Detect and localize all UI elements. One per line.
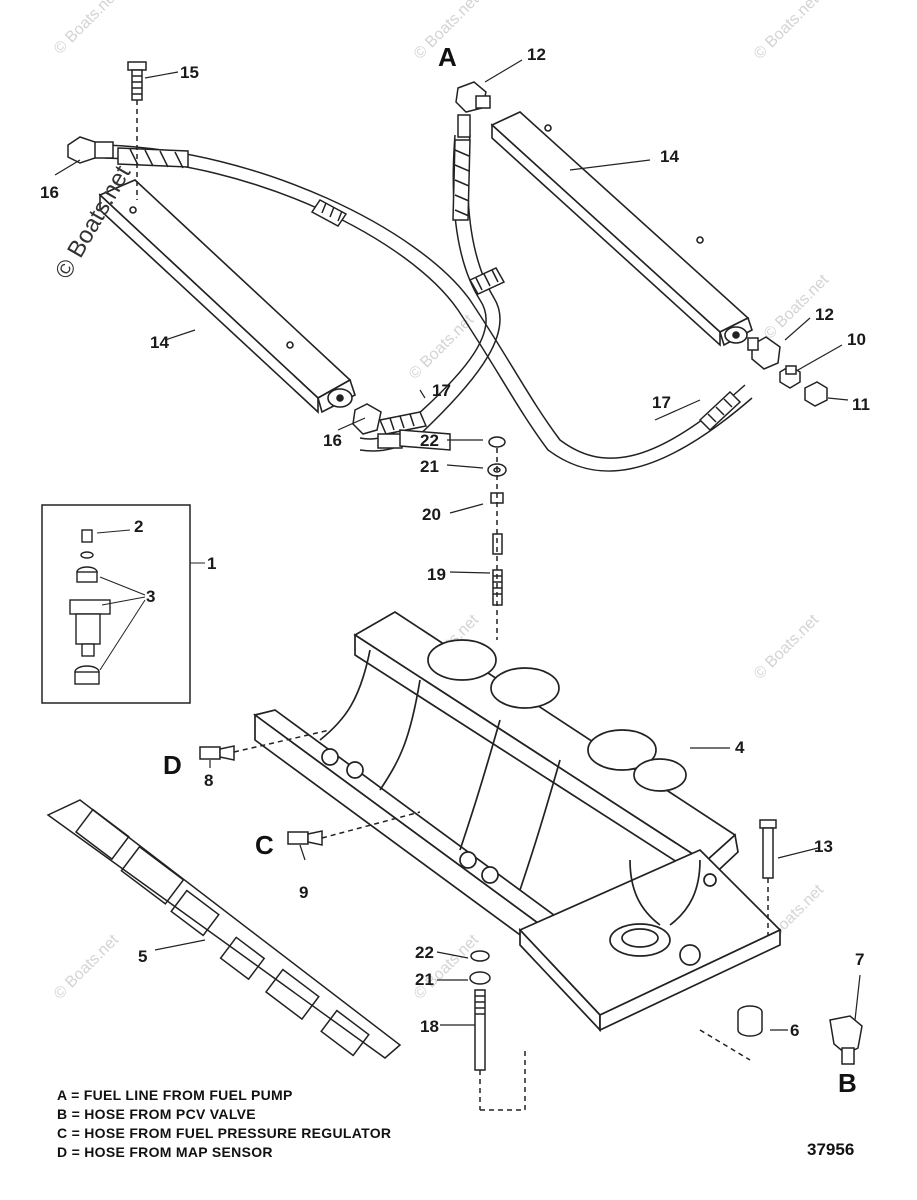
watermark-text: © Boats.net — [751, 0, 823, 63]
callout-11: 11 — [852, 395, 870, 414]
fuel-hose-17-upper — [359, 114, 506, 452]
gasket-5 — [46, 799, 402, 1059]
watermark-text: © Boats.net — [51, 931, 123, 1003]
stud-stack-upper — [487, 436, 507, 640]
leader-lines — [54, 59, 861, 1031]
legend-item: D = HOSE FROM MAP SENSOR — [57, 1144, 273, 1160]
legend-item: A = FUEL LINE FROM FUEL PUMP — [57, 1087, 293, 1103]
callout-5: 5 — [138, 947, 147, 966]
legend-item: B = HOSE FROM PCV VALVE — [57, 1106, 256, 1122]
callout-15: 15 — [180, 63, 199, 82]
callout-4: 4 — [735, 738, 745, 757]
cap-6 — [737, 1005, 763, 1037]
fuel-rail-left — [98, 179, 356, 414]
figure-number: 37956 — [807, 1140, 855, 1159]
fitting-8 — [199, 729, 331, 761]
watermark-text: © Boats.net — [411, 931, 483, 1003]
callout-20: 20 — [422, 505, 441, 524]
callout-13: 13 — [814, 837, 833, 856]
callout-12-right: 12 — [815, 305, 834, 324]
callout-10: 10 — [847, 330, 866, 349]
callout-1: 1 — [207, 554, 216, 573]
stud-stack-lower — [469, 950, 751, 1111]
callout-14-right: 14 — [660, 147, 679, 166]
fitting-9 — [287, 811, 421, 846]
callout-2: 2 — [134, 517, 143, 536]
cap-11 — [804, 381, 828, 407]
fitting-7 — [829, 1015, 863, 1065]
fitting-16-upper — [67, 136, 114, 164]
callout-19: 19 — [427, 565, 446, 584]
watermark-text: © Boats.net — [51, 0, 123, 58]
callout-18: 18 — [420, 1017, 439, 1036]
callout-16-upper: 16 — [40, 183, 59, 202]
callout-9: 9 — [299, 883, 308, 902]
callout-17-lower: 17 — [652, 393, 671, 412]
callout-21-lower: 21 — [415, 970, 434, 989]
legend-item: C = HOSE FROM FUEL PRESSURE REGULATOR — [57, 1125, 392, 1141]
fuel-hose-17-left — [104, 144, 753, 472]
fuel-rail-right — [490, 111, 753, 347]
connection-legend: A = FUEL LINE FROM FUEL PUMP B = HOSE FR… — [57, 1086, 391, 1162]
callout-7: 7 — [855, 950, 864, 969]
callout-8: 8 — [204, 771, 213, 790]
callout-3: 3 — [146, 587, 155, 606]
callout-22-upper: 22 — [420, 431, 439, 450]
watermark-text: © Boats.net — [406, 311, 478, 383]
callout-17-upper: 17 — [432, 381, 451, 400]
fitting-16-lower — [352, 403, 451, 451]
fitting-10 — [779, 365, 801, 389]
connection-label-a: A — [438, 42, 457, 72]
callout-21-upper: 21 — [420, 457, 439, 476]
watermark-text: © Boats.net — [751, 611, 823, 683]
bolt-15 — [127, 61, 147, 200]
callout-16-lower: 16 — [323, 431, 342, 450]
connection-label-c: C — [255, 830, 274, 860]
callout-12-upper: 12 — [527, 45, 546, 64]
intake-manifold — [253, 611, 782, 1033]
bolt-13 — [759, 819, 777, 935]
fitting-12-upper — [455, 81, 491, 113]
callout-6: 6 — [790, 1021, 799, 1040]
fitting-12-right — [747, 336, 781, 370]
injector-inset — [41, 504, 205, 704]
connection-label-d: D — [163, 750, 182, 780]
connection-label-b: B — [838, 1068, 857, 1098]
callout-22-lower: 22 — [415, 943, 434, 962]
callout-14-left: 14 — [150, 333, 169, 352]
